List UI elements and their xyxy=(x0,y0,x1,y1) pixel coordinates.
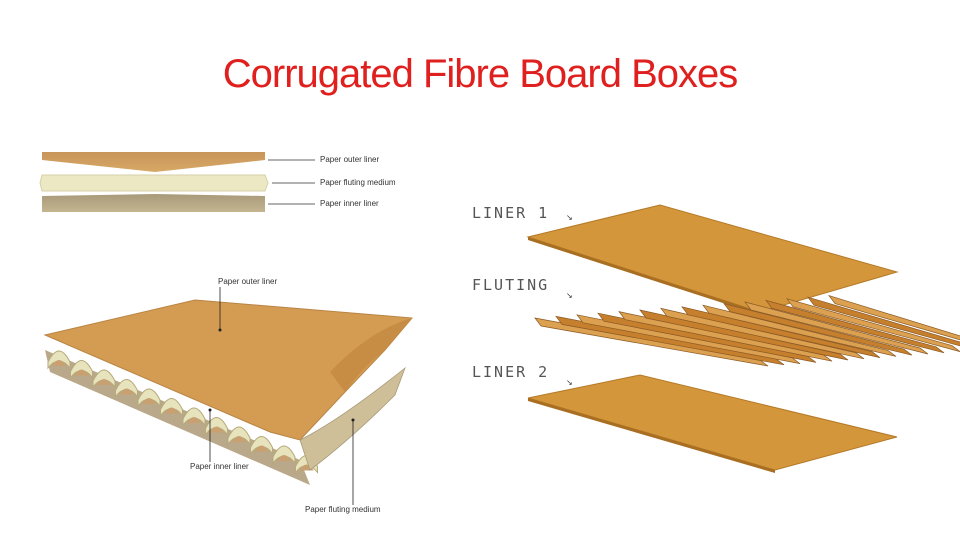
flute-ridge xyxy=(681,306,881,358)
label-liner-2: LINER 2 xyxy=(472,363,549,381)
label-fluting: FLUTING xyxy=(472,276,549,294)
fluting-medium-shape xyxy=(39,174,269,192)
cutaway-board-diagram: Paper outer liner Paper inner liner Pape… xyxy=(43,277,414,514)
flute-arch xyxy=(70,360,93,379)
label-cutaway-outer-liner: Paper outer liner xyxy=(218,277,277,286)
flute-arch xyxy=(182,407,206,427)
outer-liner-shape xyxy=(42,152,265,172)
page-title: Corrugated Fibre Board Boxes xyxy=(222,52,739,96)
label-liner-1: LINER 1 xyxy=(472,204,549,222)
flute-core xyxy=(232,436,246,442)
layered-sheet-diagram: Paper outer liner Paper fluting medium P… xyxy=(39,152,396,212)
flute-arch xyxy=(272,445,296,465)
flute-ridge xyxy=(744,301,929,355)
flute-core xyxy=(187,417,201,423)
flute-ridge xyxy=(786,298,960,352)
flute-arch xyxy=(92,369,116,389)
flute-ridge xyxy=(828,294,960,341)
flute-arch xyxy=(115,379,138,398)
liner-1-sheet xyxy=(526,204,899,313)
cutaway-fluting xyxy=(47,350,318,474)
flute-arch xyxy=(137,388,161,408)
flute-ridge xyxy=(807,296,960,347)
label-cutaway-fluting: Paper fluting medium xyxy=(305,505,381,514)
cutaway-outer-liner xyxy=(43,299,414,441)
flute-arch xyxy=(250,436,273,455)
cutaway-inner-liner xyxy=(45,350,310,485)
label-cutaway-inner-liner: Paper inner liner xyxy=(190,462,249,471)
flute-core xyxy=(164,407,179,414)
arrow-icon: ↘ xyxy=(566,213,573,222)
flute-ridge xyxy=(702,304,897,357)
arrow-icon: ↘ xyxy=(566,378,573,387)
flute-core xyxy=(52,360,66,366)
liner-2-sheet xyxy=(527,374,898,471)
flute-ridge xyxy=(765,299,945,354)
exploded-layers-diagram: LINER 1 ↘ FLUTING ↘ LINER 2 ↘ xyxy=(472,204,960,473)
flute-core xyxy=(142,398,156,404)
flute-core xyxy=(97,379,111,385)
flute-ridge xyxy=(723,303,913,356)
label-fluting-medium: Paper fluting medium xyxy=(320,178,396,187)
flute-core xyxy=(119,388,134,395)
label-outer-liner: Paper outer liner xyxy=(320,155,379,164)
flute-arch xyxy=(227,426,251,446)
flute-arch xyxy=(47,350,71,370)
label-inner-liner: Paper inner liner xyxy=(320,199,379,208)
flute-core xyxy=(254,445,269,452)
flute-core xyxy=(74,369,89,376)
flute-core xyxy=(209,426,224,433)
arrow-icon: ↘ xyxy=(566,291,573,300)
inner-liner-shape xyxy=(42,194,265,212)
flute-arch xyxy=(160,398,183,417)
fluting-layer xyxy=(534,294,960,367)
flute-core xyxy=(277,455,291,461)
